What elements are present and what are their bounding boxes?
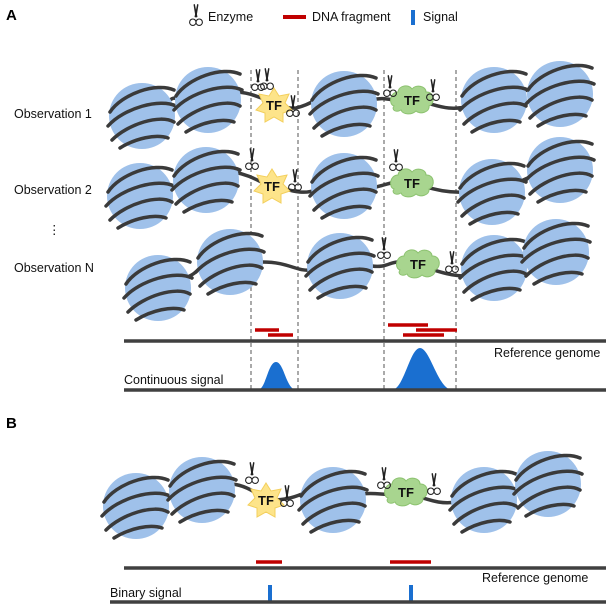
- nucleosome: [524, 135, 596, 205]
- legend-signal-swatch: [411, 10, 415, 25]
- observation-row-1: TF TF: [106, 59, 596, 151]
- nucleosome: [100, 471, 172, 541]
- nucleosome: [458, 65, 530, 135]
- nucleosome: [166, 455, 238, 525]
- tf-label: TF: [398, 485, 414, 500]
- nucleosome: [308, 151, 380, 221]
- reference-genome-label: Reference genome: [482, 571, 588, 585]
- scissors-icon: [245, 147, 259, 170]
- signal-peak: [392, 348, 452, 390]
- nucleosome: [458, 233, 530, 303]
- nucleosome: [194, 227, 266, 297]
- tf-label: TF: [266, 98, 282, 113]
- scissors-icon: [286, 94, 300, 117]
- tf-label: TF: [258, 493, 274, 508]
- scissors-icon: [260, 67, 274, 90]
- panel-b-chromatin: TF TF: [100, 449, 584, 541]
- tf-label: TF: [264, 179, 280, 194]
- nucleosome: [456, 157, 528, 227]
- binary-signal-mark: [409, 585, 413, 602]
- legend-scissors-icon: [189, 3, 203, 26]
- nucleosome: [520, 217, 592, 287]
- scissors-icon: [245, 461, 259, 484]
- nucleosome: [512, 449, 584, 519]
- nucleosome: [308, 69, 380, 139]
- observation-label: Observation 1: [14, 107, 92, 121]
- legend-signal-label: Signal: [423, 10, 458, 24]
- scissors-icon: [251, 68, 265, 91]
- tf-label: TF: [404, 93, 420, 108]
- nucleosome: [170, 145, 242, 215]
- tf-label: TF: [404, 176, 420, 191]
- nucleosome: [122, 253, 194, 323]
- nucleosome: [104, 161, 176, 231]
- binary-signal-mark: [268, 585, 272, 602]
- nucleosome: [106, 81, 178, 151]
- panel-label-b: B: [6, 415, 17, 432]
- nucleosome: [448, 465, 520, 535]
- ellipsis: ⋮: [48, 223, 61, 237]
- legend: Enzyme DNA fragment Signal: [189, 3, 458, 26]
- panel-label-a: A: [6, 7, 17, 24]
- nucleosome: [524, 59, 596, 129]
- binary-signal-label: Binary signal: [110, 586, 182, 600]
- legend-fragment-label: DNA fragment: [312, 10, 391, 24]
- reference-genome-label: Reference genome: [494, 346, 600, 360]
- scissors-icon: [389, 148, 403, 171]
- observation-label: Observation 2: [14, 183, 92, 197]
- scissors-icon: [288, 168, 302, 191]
- observation-label: Observation N: [14, 261, 94, 275]
- observation-row-n: TF: [122, 217, 592, 323]
- nucleosome: [172, 65, 244, 135]
- signal-peak: [258, 362, 296, 390]
- nucleosome: [304, 231, 376, 301]
- tf-label: TF: [410, 257, 426, 272]
- observation-row-2: TF TF: [104, 135, 596, 231]
- legend-enzyme-label: Enzyme: [208, 10, 253, 24]
- nucleosome: [297, 465, 369, 535]
- continuous-signal-label: Continuous signal: [124, 373, 223, 387]
- scissors-icon: [427, 472, 441, 495]
